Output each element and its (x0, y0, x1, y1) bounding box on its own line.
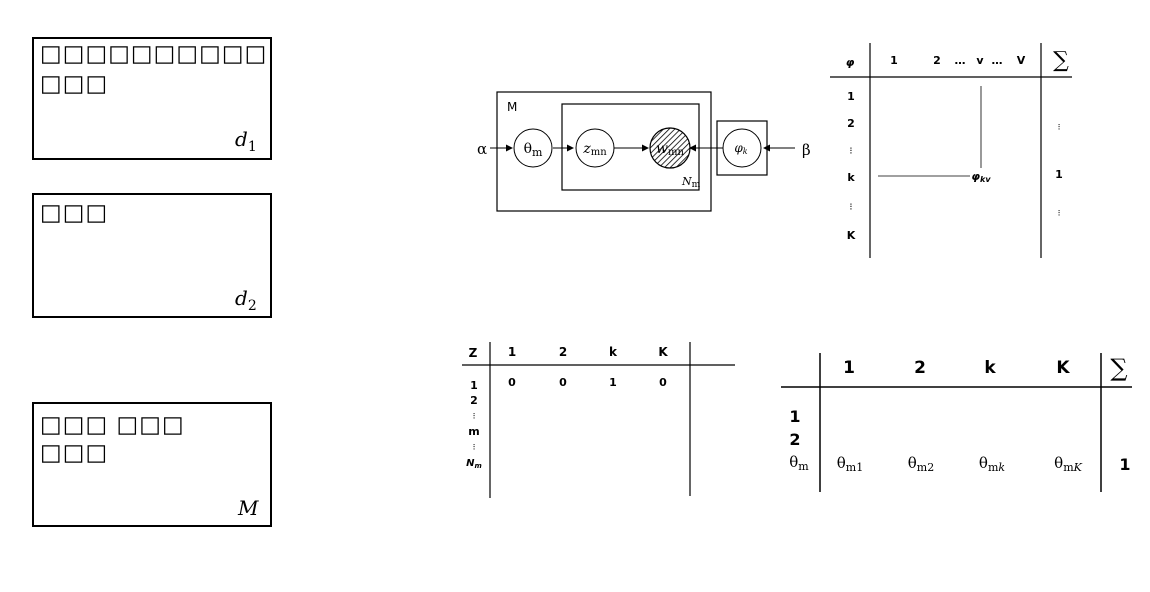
phi-table-corner: φ (846, 56, 855, 69)
theta-node (513, 128, 553, 168)
z-table-corner: Z (469, 346, 478, 360)
plate-outer-M (496, 91, 712, 212)
z-col-header: K (658, 345, 668, 359)
phi-row-header: 2 (847, 117, 855, 130)
phi-col-header: 1 (890, 54, 898, 67)
beta-label: β (802, 141, 811, 159)
phi-col-header: v (976, 54, 984, 67)
phi-row-sum: 1 (1055, 168, 1063, 181)
z-col-header: 2 (559, 345, 567, 359)
w-node-label: wmn (656, 141, 684, 158)
theta-row-header: θm (789, 453, 809, 473)
theta-table: 1 2 k K ∑ 1 2 θm θm1 θm2 θmk θmK 1 (781, 353, 1132, 492)
z-node (575, 128, 615, 168)
z-cell-value: 0 (659, 376, 667, 389)
theta-cell: θmk (979, 454, 1005, 474)
theta-cell: θm1 (837, 454, 863, 474)
theta-row-header: 1 (789, 407, 800, 426)
theta-col-header: K (1056, 358, 1070, 378)
theta-row-header: 2 (789, 430, 800, 449)
z-row-header: ⁝ (473, 443, 476, 453)
z-row-header: Nm (466, 458, 482, 470)
alpha-label: α (477, 140, 487, 158)
plate-inner-N (561, 103, 700, 191)
document-box-M: □□□ □□□ □□□ M (32, 402, 272, 527)
phi-row-header: ⁝ (849, 202, 852, 213)
plate-inner-label: Nm (681, 175, 701, 190)
phi-col-header: … (955, 54, 966, 67)
theta-node-label: θm (524, 141, 543, 159)
z-cell-value: 0 (508, 376, 516, 389)
z-row-header: 1 (470, 379, 478, 392)
theta-sum-header: ∑ (1110, 354, 1127, 382)
document-words-row1: □□□ (40, 200, 108, 226)
z-node-label: zmn (582, 141, 607, 158)
phi-node (722, 128, 762, 168)
theta-cell: θm2 (908, 454, 934, 474)
phi-row-header: ⁝ (849, 146, 852, 157)
z-cell-value: 1 (609, 376, 617, 389)
z-row-header: m (468, 425, 479, 438)
theta-row-sum: 1 (1119, 455, 1130, 474)
document-words-row2: □□□ (40, 440, 108, 466)
document-words-row2: □□□ (40, 71, 108, 97)
document-label: M (237, 496, 259, 520)
plate-outer-label: M (507, 100, 517, 114)
w-observed-node (649, 127, 691, 169)
phi-col-header: 2 (933, 54, 941, 67)
theta-col-header: k (984, 358, 996, 378)
phi-row-header: K (847, 229, 856, 242)
theta-col-header: 1 (843, 358, 855, 378)
z-table: Z 1 2 k K 0 0 1 0 1 2 ⁝ m ⁝ Nm (462, 342, 735, 498)
document-box-d2: □□□ d2 (32, 193, 272, 318)
document-box-d1: □□□□□□□□□□ □□□ d1 (32, 37, 272, 160)
z-row-header: ⁝ (473, 412, 476, 422)
z-row-header: 2 (470, 394, 478, 407)
phi-col-header: … (992, 54, 1003, 67)
phi-table: φ 1 2 … v … V ∑ 1 2 ⁝ k ⁝ K φkv ⁝ 1 ⁝ (830, 43, 1072, 258)
z-col-header: k (609, 345, 618, 359)
phi-sum-header: ∑ (1053, 48, 1069, 73)
document-label: d1 (235, 127, 257, 155)
phi-row-header: 1 (847, 90, 855, 103)
phi-row-header: k (847, 171, 855, 184)
theta-cell: θmK (1054, 454, 1082, 474)
document-words-row1: □□□ □□□ (40, 412, 185, 438)
phi-col-header: V (1017, 54, 1026, 67)
document-label: d2 (235, 286, 257, 314)
phi-row-sum: ⁝ (1058, 123, 1061, 133)
z-cell-value: 0 (559, 376, 567, 389)
phi-entry: φkv (971, 170, 991, 184)
plate-diagram: M Nm α β θm zmn wmn φk (477, 91, 811, 212)
theta-col-header: 2 (914, 358, 926, 378)
phi-node-label: φk (734, 141, 747, 156)
phi-row-sum: ⁝ (1058, 209, 1061, 219)
document-words-row1: □□□□□□□□□□ (40, 41, 267, 67)
z-col-header: 1 (508, 345, 516, 359)
